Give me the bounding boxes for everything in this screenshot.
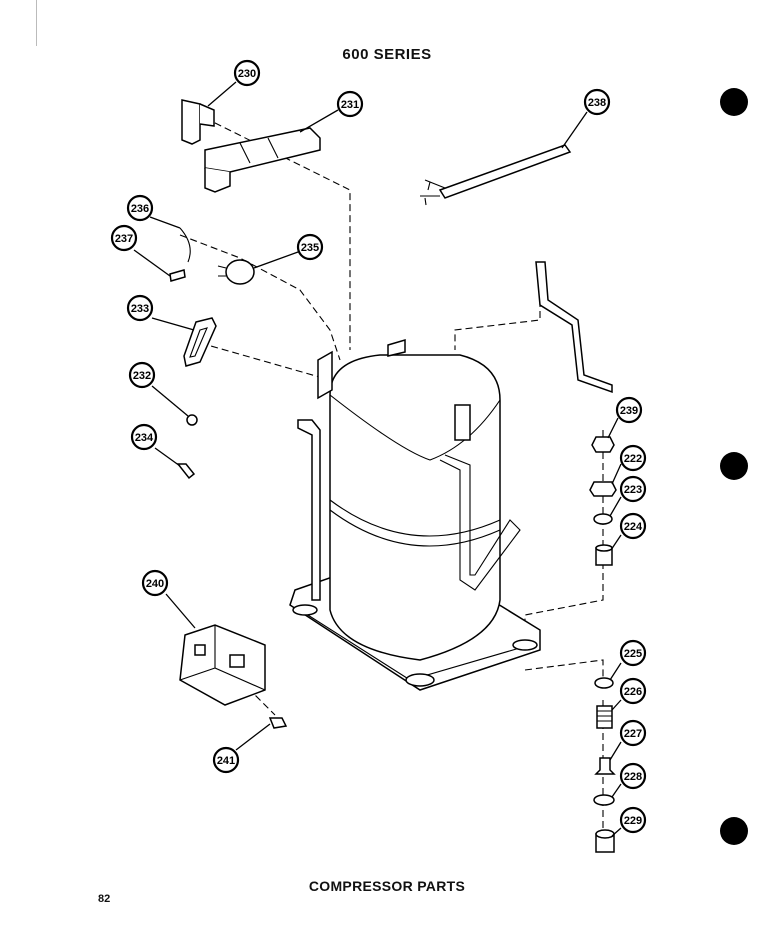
callout-238: 238 bbox=[583, 88, 611, 116]
callout-circle bbox=[141, 569, 169, 597]
callout-labels: 230 231 238 236 237 235 233 232 234 239 222 223 224 2… bbox=[110, 59, 647, 834]
callout-circle bbox=[615, 396, 643, 424]
part-235-plug bbox=[217, 259, 255, 285]
scan-margin-line bbox=[36, 0, 37, 46]
callout-number: 230 bbox=[238, 68, 256, 80]
callout-224: 224 bbox=[619, 512, 647, 540]
callout-241: 241 bbox=[212, 746, 240, 774]
callout-circle bbox=[619, 639, 647, 667]
part-226-spring bbox=[596, 705, 613, 729]
callout-240: 240 bbox=[141, 569, 169, 597]
part-232-nut bbox=[186, 414, 198, 426]
callout-circle bbox=[619, 444, 647, 472]
binder-hole-bottom bbox=[720, 817, 748, 845]
callout-number: 239 bbox=[620, 405, 638, 417]
callout-circle bbox=[619, 677, 647, 705]
part-229-foot bbox=[595, 829, 615, 853]
callout-circle bbox=[296, 233, 324, 261]
callout-number: 231 bbox=[341, 99, 359, 111]
callout-circle bbox=[130, 423, 158, 451]
callout-number: 232 bbox=[133, 370, 151, 382]
callout-number: 235 bbox=[301, 242, 319, 254]
part-225-washer bbox=[594, 677, 614, 689]
part-238-tube bbox=[420, 144, 572, 206]
part-237-screw bbox=[169, 269, 186, 282]
part-bracket-rod bbox=[535, 261, 613, 394]
callout-237: 237 bbox=[110, 224, 138, 252]
callout-number: 237 bbox=[115, 233, 133, 245]
callout-239: 239 bbox=[615, 396, 643, 424]
callout-circle bbox=[619, 512, 647, 540]
callout-number: 223 bbox=[624, 484, 642, 496]
callout-number: 241 bbox=[217, 755, 235, 767]
callout-circle bbox=[212, 746, 240, 774]
page-number: 82 bbox=[98, 893, 111, 905]
part-241-screw bbox=[268, 717, 288, 729]
callout-236: 236 bbox=[126, 194, 154, 222]
callout-circle bbox=[619, 762, 647, 790]
callout-222: 222 bbox=[619, 444, 647, 472]
callout-number: 227 bbox=[624, 728, 642, 740]
callout-231: 231 bbox=[336, 90, 364, 118]
part-240-relay bbox=[179, 624, 266, 706]
page-title: 600 SERIES bbox=[342, 46, 432, 63]
callout-circle bbox=[619, 806, 647, 834]
callout-232: 232 bbox=[128, 361, 156, 389]
callout-number: 228 bbox=[624, 771, 642, 783]
diagram-caption: COMPRESSOR PARTS bbox=[308, 878, 466, 894]
part-234-screw bbox=[176, 463, 196, 480]
callout-circle bbox=[619, 719, 647, 747]
part-236-wire bbox=[179, 227, 191, 263]
compressor-body bbox=[289, 338, 541, 691]
callout-223: 223 bbox=[619, 475, 647, 503]
callout-234: 234 bbox=[130, 423, 158, 451]
callout-circle bbox=[583, 88, 611, 116]
part-233-gasket bbox=[183, 317, 217, 367]
part-228-washer bbox=[593, 794, 615, 806]
callout-circle bbox=[128, 361, 156, 389]
part-223-washer bbox=[593, 513, 613, 525]
callout-226: 226 bbox=[619, 677, 647, 705]
callout-circle bbox=[126, 194, 154, 222]
part-227-grommet bbox=[594, 757, 616, 775]
part-231-cover bbox=[204, 127, 321, 193]
callout-number: 240 bbox=[146, 578, 164, 590]
part-222-nut bbox=[589, 481, 617, 497]
callout-number: 229 bbox=[624, 815, 642, 827]
callout-number: 236 bbox=[131, 203, 149, 215]
callout-number: 238 bbox=[588, 97, 606, 109]
callout-number: 234 bbox=[135, 432, 154, 444]
callout-number: 225 bbox=[624, 648, 642, 660]
callout-circle bbox=[619, 475, 647, 503]
callout-225: 225 bbox=[619, 639, 647, 667]
callout-leaders bbox=[133, 81, 622, 837]
callout-229: 229 bbox=[619, 806, 647, 834]
callout-230: 230 bbox=[233, 59, 261, 87]
binder-hole-middle bbox=[720, 452, 748, 480]
callout-circle bbox=[126, 294, 154, 322]
callout-233: 233 bbox=[126, 294, 154, 322]
callout-circle bbox=[336, 90, 364, 118]
callout-number: 233 bbox=[131, 303, 149, 315]
callout-235: 235 bbox=[296, 233, 324, 261]
callout-circle bbox=[110, 224, 138, 252]
callout-227: 227 bbox=[619, 719, 647, 747]
callout-number: 226 bbox=[624, 686, 642, 698]
callout-number: 224 bbox=[624, 521, 643, 533]
part-224-sleeve bbox=[595, 544, 613, 566]
part-230-bracket bbox=[181, 99, 215, 145]
callout-circle bbox=[233, 59, 261, 87]
binder-hole-top bbox=[720, 88, 748, 116]
part-239-nut bbox=[591, 436, 615, 453]
callout-228: 228 bbox=[619, 762, 647, 790]
callout-number: 222 bbox=[624, 453, 642, 465]
